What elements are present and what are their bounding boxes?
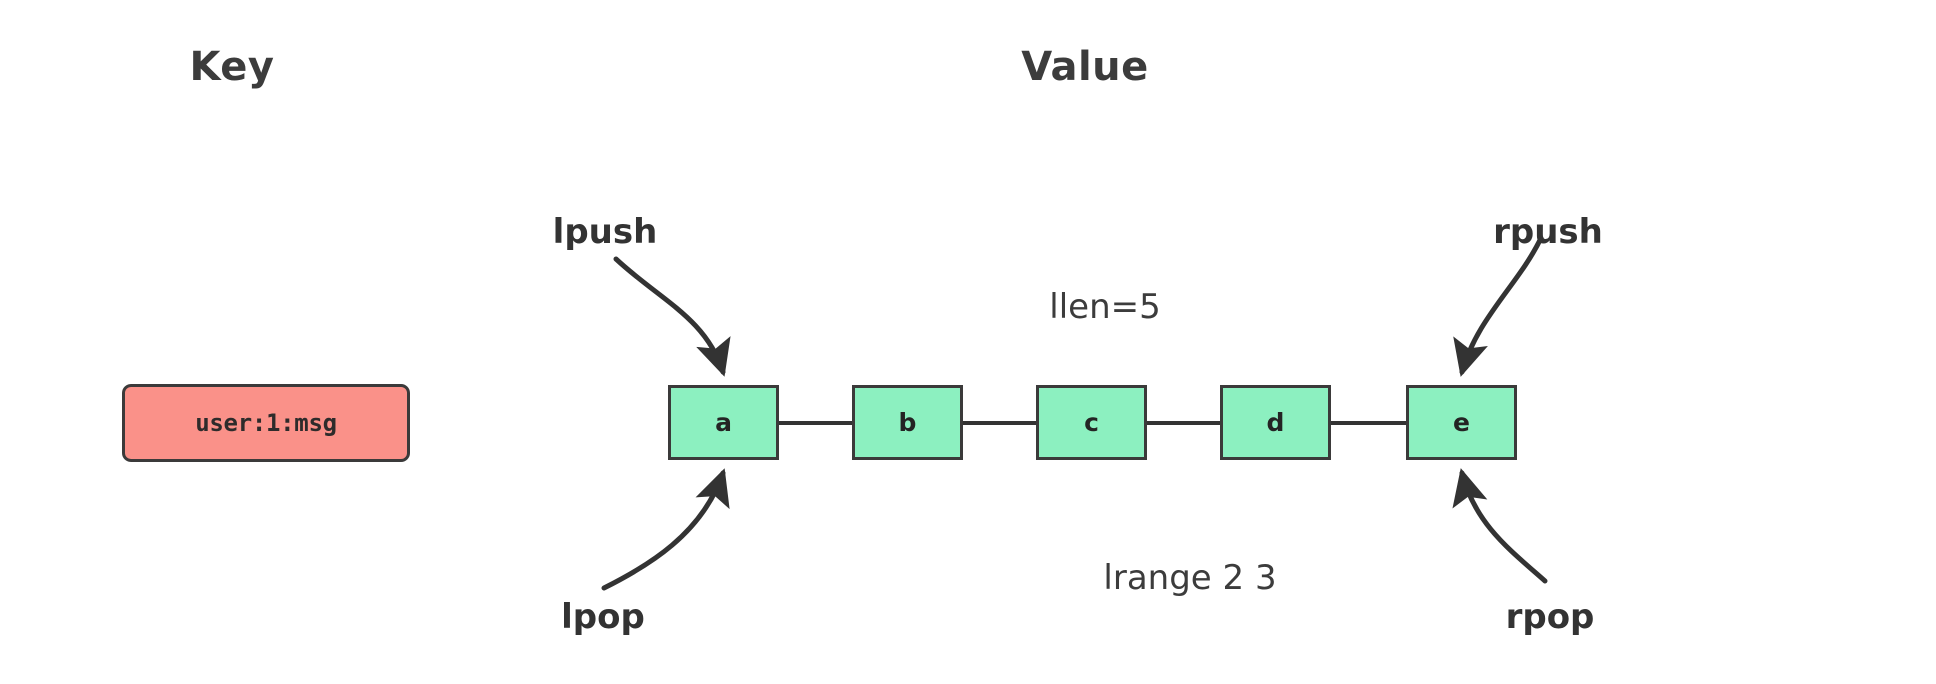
list-node: d: [1220, 385, 1331, 460]
column-title-key: Key: [189, 44, 275, 90]
operation-label-lpop: lpop: [561, 597, 645, 637]
list-node-label: d: [1266, 408, 1285, 437]
list-node: c: [1036, 385, 1147, 460]
annotation-lrange: lrange 2 3: [1103, 558, 1277, 598]
lpop-arrow: [601, 468, 730, 591]
operation-label-rpop: rpop: [1505, 597, 1595, 637]
annotation-llen: llen=5: [1049, 287, 1161, 327]
lpush-arrow: [613, 256, 731, 377]
list-node-label: c: [1084, 408, 1099, 437]
key-box: user:1:msg: [122, 384, 410, 462]
rpop-arrow: [1452, 468, 1548, 584]
key-box-label: user:1:msg: [195, 409, 337, 437]
column-title-value: Value: [1021, 44, 1149, 90]
rpush-arrow: [1453, 235, 1544, 377]
list-node: b: [852, 385, 963, 460]
list-node: e: [1406, 385, 1517, 460]
operation-label-rpush: rpush: [1493, 212, 1603, 252]
list-node-label: a: [715, 408, 732, 437]
list-node-label: e: [1453, 408, 1470, 437]
list-node: a: [668, 385, 779, 460]
operation-label-lpush: lpush: [552, 212, 658, 252]
list-node-label: b: [898, 408, 917, 437]
